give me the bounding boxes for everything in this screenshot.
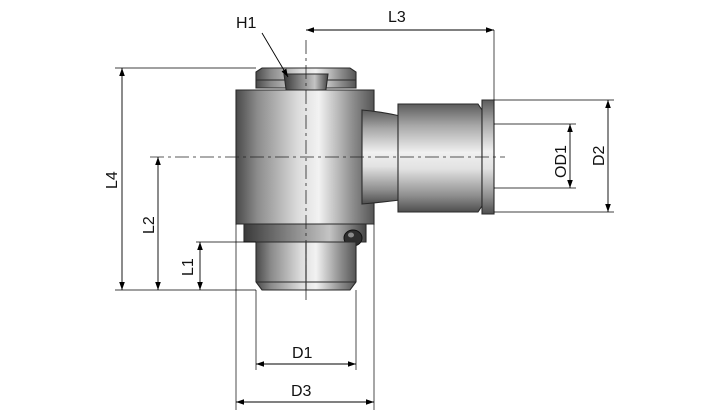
label-d2: D2 <box>591 145 608 166</box>
label-d1: D1 <box>292 345 313 362</box>
label-l2: L2 <box>141 216 158 234</box>
fitting-part <box>235 67 495 291</box>
label-l3: L3 <box>388 9 406 26</box>
label-od1: OD1 <box>553 145 570 178</box>
dimension-d2: D2 <box>494 99 614 213</box>
label-l4: L4 <box>104 171 121 189</box>
label-h1: H1 <box>236 15 257 32</box>
dimension-l4: L4 <box>104 67 256 291</box>
label-d3: D3 <box>291 383 312 400</box>
seal-ring <box>243 223 367 243</box>
dimension-od1: OD1 <box>494 123 576 189</box>
dimension-l1: L1 <box>180 241 256 290</box>
dimension-l3: L3 <box>306 9 495 100</box>
dimension-h1: H1 <box>236 15 289 78</box>
push-in-sleeve <box>397 103 483 213</box>
dimension-d1: D1 <box>255 290 357 370</box>
label-l1: L1 <box>180 258 197 276</box>
dimension-l2: L2 <box>141 157 161 290</box>
dimension-d3: D3 <box>235 224 375 410</box>
